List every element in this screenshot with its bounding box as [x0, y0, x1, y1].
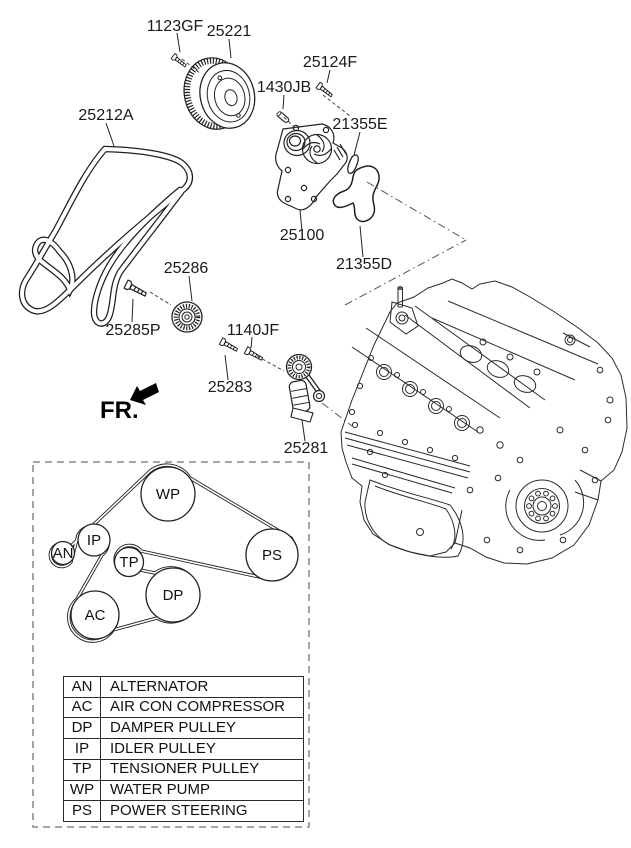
pulley-label-wp: WP — [156, 486, 180, 503]
gasket-small-illustration — [347, 154, 359, 175]
belt-routing-diagram: WP PS AN IP TP DP AC — [48, 463, 299, 643]
legend-name: AIR CON COMPRESSOR — [100, 696, 304, 719]
gasket-large-illustration — [332, 165, 380, 223]
callout-25281: 25281 — [284, 440, 329, 457]
callout-25286: 25286 — [164, 260, 209, 277]
legend-row: PS POWER STEERING — [63, 800, 304, 822]
callout-25221: 25221 — [207, 23, 252, 40]
pulley-circle-dp — [145, 567, 201, 623]
legend-name: DAMPER PULLEY — [100, 717, 304, 740]
legend-row: DP DAMPER PULLEY — [63, 717, 304, 740]
legend-code: TP — [63, 758, 101, 781]
legend-name: POWER STEERING — [100, 800, 304, 822]
pulley-circle-wp — [140, 466, 196, 522]
pulley-label-an: AN — [53, 545, 74, 562]
pulley-legend-table: AN ALTERNATOR AC AIR CON COMPRESSOR DP D… — [63, 676, 304, 822]
crank-pulley-illustration — [183, 57, 256, 130]
bolt-25283 — [218, 337, 240, 354]
pulley-circle-ip — [77, 523, 111, 557]
idler-pulley-illustration — [171, 301, 203, 333]
legend-row: IP IDLER PULLEY — [63, 738, 304, 760]
bolt-25285p — [123, 279, 149, 300]
legend-code: IP — [63, 738, 101, 760]
leader-lines — [105, 32, 364, 442]
pulley-label-tp: TP — [119, 554, 138, 571]
legend-code: DP — [63, 717, 101, 740]
legend-row: AC AIR CON COMPRESSOR — [63, 696, 304, 719]
callout-1430jb: 1430JB — [257, 79, 311, 96]
engine-block-illustration — [340, 278, 628, 565]
legend-name: TENSIONER PULLEY — [100, 758, 304, 781]
callout-25124f: 25124F — [303, 54, 357, 71]
legend-name: WATER PUMP — [100, 779, 304, 802]
pin-1430jb — [276, 111, 290, 123]
callout-25100: 25100 — [280, 227, 325, 244]
callout-21355d: 21355D — [336, 256, 392, 273]
bolt-1140jf — [243, 346, 265, 363]
callout-25212a: 25212A — [78, 107, 133, 124]
serpentine-belt-illustration — [18, 145, 194, 327]
pulley-circle-an — [50, 540, 76, 566]
legend-code: PS — [63, 800, 101, 822]
callout-25283: 25283 — [208, 379, 253, 396]
legend-row: TP TENSIONER PULLEY — [63, 758, 304, 781]
legend-code: AC — [63, 696, 101, 719]
callout-21355e: 21355E — [332, 116, 387, 133]
water-pump-illustration — [275, 123, 348, 211]
pulley-circle-tp — [113, 546, 145, 578]
legend-row: AN ALTERNATOR — [63, 676, 304, 698]
legend-code: AN — [63, 676, 101, 698]
pulley-label-ps: PS — [262, 547, 282, 564]
legend-name: ALTERNATOR — [100, 676, 304, 698]
dashed-connectors — [149, 58, 351, 372]
callout-25285p: 25285P — [105, 322, 160, 339]
bolt-1123gf — [170, 52, 189, 70]
front-direction-label: FR. — [100, 397, 139, 424]
legend-name: IDLER PULLEY — [100, 738, 304, 760]
pulley-circle-ps — [245, 528, 299, 582]
assembly-axis-lines — [321, 181, 467, 427]
callout-1140jf: 1140JF — [227, 322, 279, 339]
front-direction-arrow-icon — [130, 383, 159, 405]
pulley-label-ip: IP — [87, 532, 101, 549]
legend-row: WP WATER PUMP — [63, 779, 304, 802]
callout-1123gf: 1123GF — [147, 18, 204, 35]
pulley-label-dp: DP — [163, 587, 184, 604]
legend-code: WP — [63, 779, 101, 802]
pulley-label-ac: AC — [85, 607, 106, 624]
pulley-circle-ac — [70, 590, 120, 640]
belt-routing-inset-box — [32, 461, 310, 828]
tensioner-illustration — [285, 353, 326, 423]
